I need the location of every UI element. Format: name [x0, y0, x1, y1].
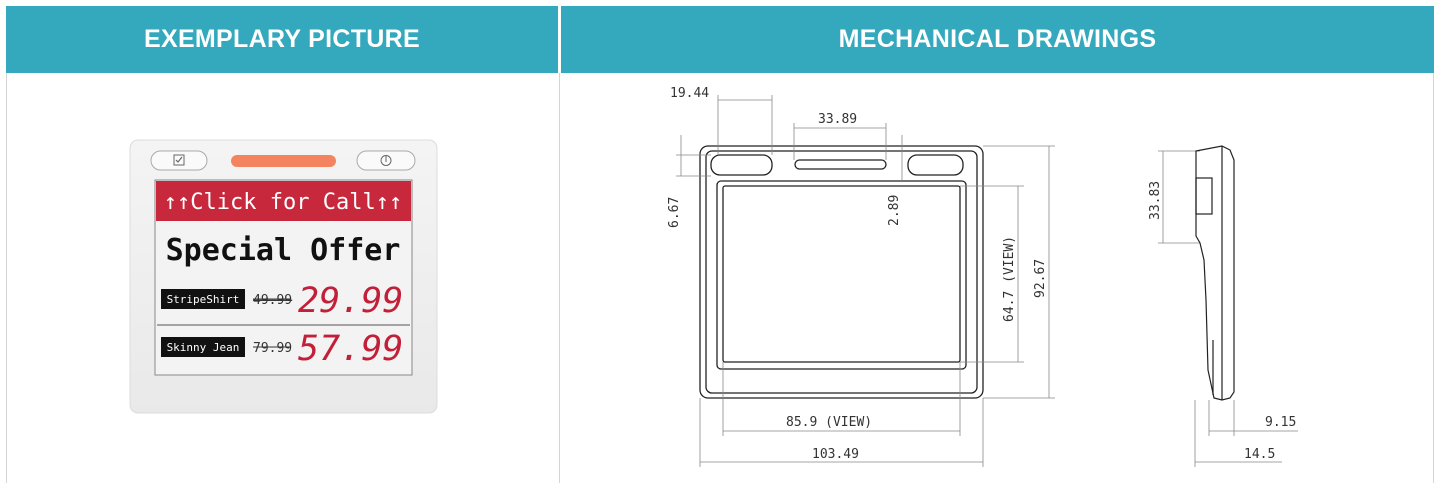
- view-area-outer: [716, 180, 967, 370]
- header-mechanical-drawings: MECHANICAL DRAWINGS: [561, 6, 1434, 73]
- dim-92-67: 92.67: [1033, 259, 1048, 298]
- dim-6-67: 6.67: [667, 197, 682, 228]
- item-new-price: 29.99: [298, 281, 403, 321]
- side-view: [1195, 145, 1235, 401]
- column-divider: [559, 73, 560, 483]
- header-exemplary-picture: EXEMPLARY PICTURE: [6, 6, 558, 73]
- dim-103-49: 103.49: [812, 447, 859, 462]
- dim-9-15: 9.15: [1265, 415, 1296, 430]
- item-name: Skinny Jean: [167, 341, 240, 354]
- item-new-price: 57.99: [298, 329, 403, 369]
- content-frame: [6, 6, 1434, 483]
- item-label-bg: [161, 337, 245, 357]
- banner-background: [156, 181, 411, 221]
- dim-19-44: 19.44: [670, 86, 709, 101]
- left-button-slot: [710, 154, 773, 176]
- dim-14-5: 14.5: [1244, 447, 1275, 462]
- dim-85-9-view: 85.9 (VIEW): [786, 415, 872, 430]
- view-area-inner: [722, 185, 961, 363]
- device-picture: ↑↑Click for Call↑↑ Special Offer StripeS…: [129, 139, 438, 414]
- status-led: [231, 155, 336, 167]
- headline-text: Special Offer: [166, 233, 401, 268]
- led-slot: [794, 159, 887, 170]
- dim-33-83: 33.83: [1148, 181, 1163, 220]
- item-label-bg: [161, 289, 245, 309]
- item-name: StripeShirt: [167, 293, 240, 306]
- item-old-price: 49.99: [253, 293, 292, 308]
- banner-text: ↑↑Click for Call↑↑: [164, 190, 402, 215]
- dim-2-89: 2.89: [887, 195, 902, 226]
- dim-33-89: 33.89: [818, 112, 857, 127]
- right-button-slot: [907, 154, 964, 176]
- power-icon: [380, 155, 392, 166]
- check-icon: [173, 154, 185, 166]
- dim-64-7-view: 64.7 (VIEW): [1002, 236, 1017, 322]
- front-outline-inner: [705, 150, 978, 394]
- item-old-price: 79.99: [253, 341, 292, 356]
- front-outline-outer: [699, 145, 984, 399]
